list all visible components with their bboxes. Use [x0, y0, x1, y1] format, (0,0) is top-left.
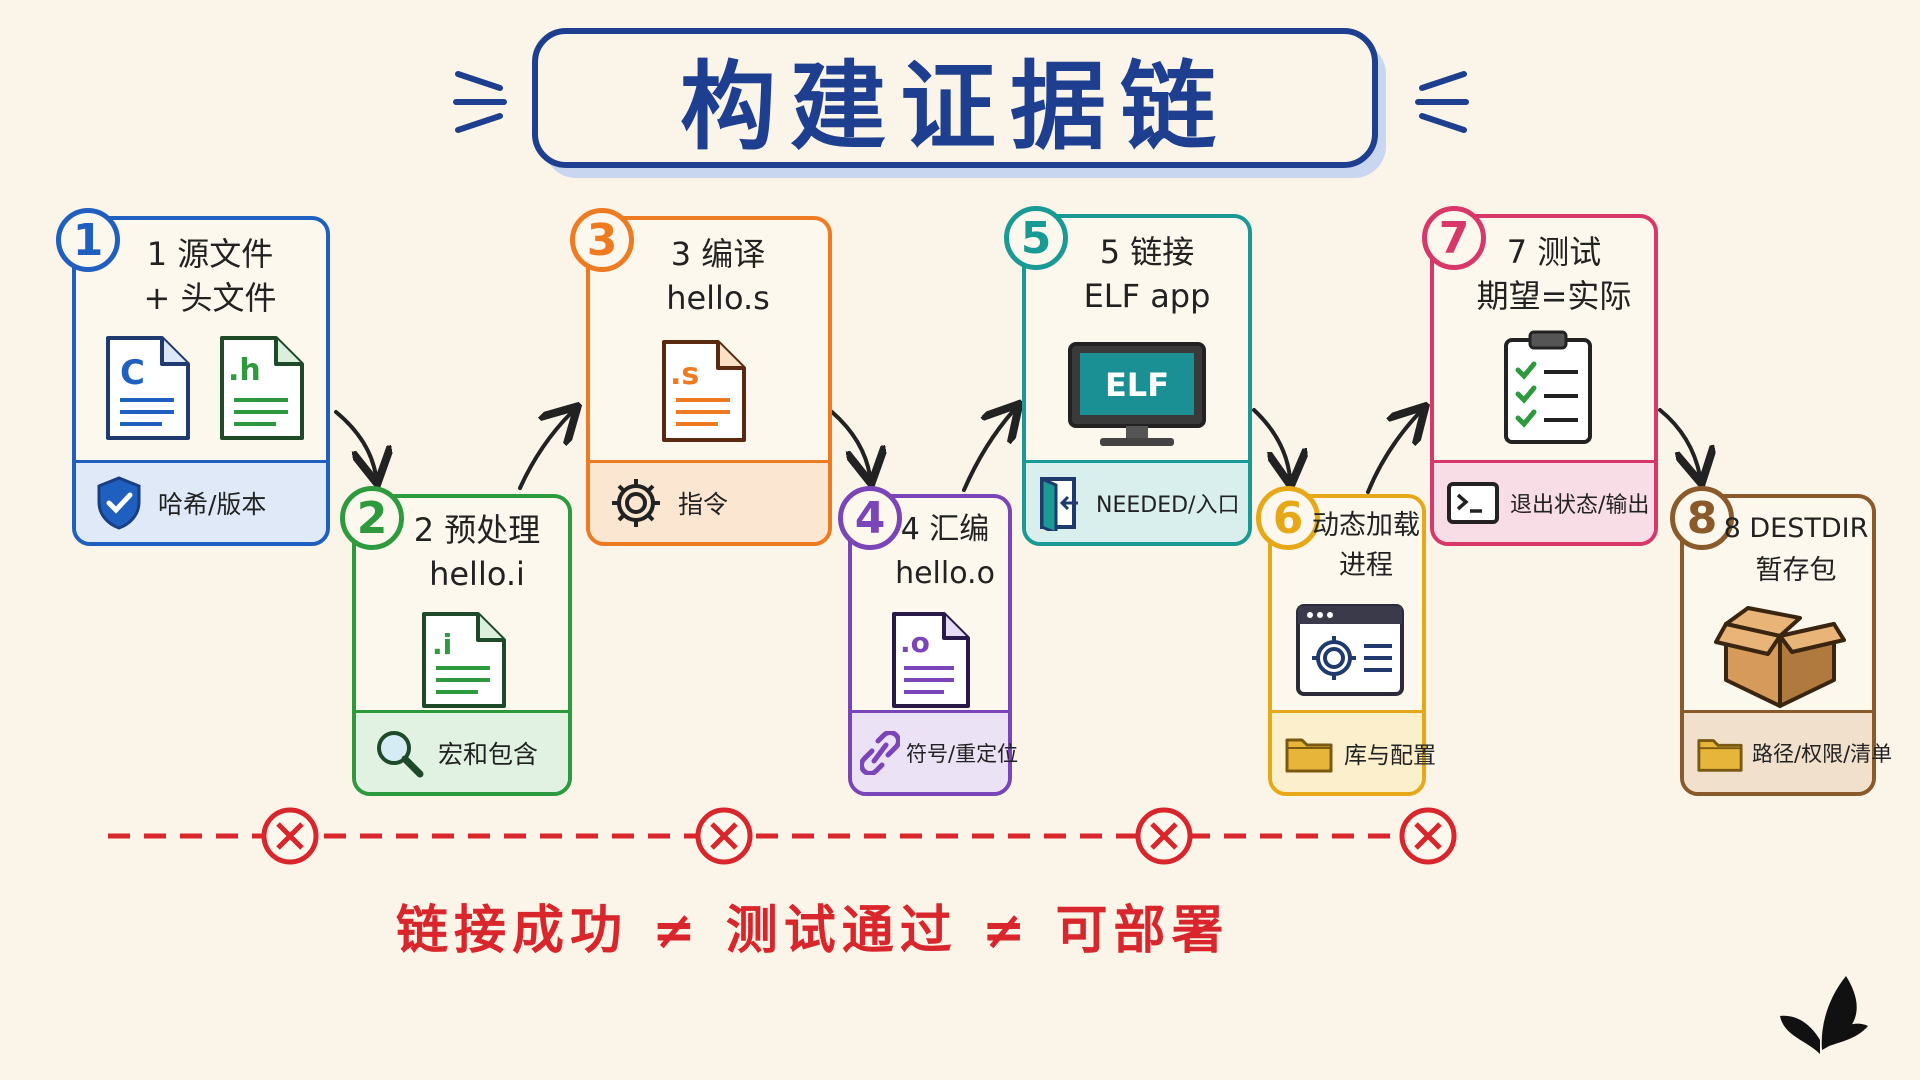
stage-6-footer-text: 库与配置	[1344, 742, 1436, 769]
i-file-icon: .i	[422, 612, 506, 708]
gear-icon	[612, 478, 660, 527]
stage-7-label: 7 测试 期望=实际	[1476, 233, 1632, 315]
stage-5-link: 5 5 链接 ELF app ELF NEEDED/入口	[1004, 206, 1252, 546]
stage-3-footer: 指令	[590, 460, 828, 542]
arrow-4-5	[962, 410, 1014, 492]
stage-7-footer-text: 退出状态/输出	[1510, 492, 1650, 518]
break-mark-icon	[1135, 807, 1193, 865]
stage-7-badge: 7	[1422, 206, 1486, 270]
stage-3-label: 3 编译 hello.s	[666, 235, 770, 317]
stage-3-footer-text: 指令	[678, 489, 729, 519]
stage-4-badge: 4	[838, 486, 902, 550]
stage-7-test: 7 7 测试 期望=实际 退出状态/输出	[1422, 206, 1658, 546]
stage-6-label: 动态加载 进程	[1312, 510, 1420, 581]
break-mark-icon	[695, 807, 753, 865]
stage-5-label: 5 链接 ELF app	[1083, 233, 1211, 315]
stage-2-footer: 宏和包含	[356, 710, 568, 792]
break-mark-icons	[261, 807, 1457, 865]
stage-2-badge: 2	[340, 486, 404, 550]
stage-2-preprocess: 2 2 预处理 hello.i .i 宏和包含	[340, 486, 572, 796]
folder-icon	[1697, 738, 1743, 772]
stage-2-label: 2 预处理 hello.i	[413, 511, 541, 593]
stage-8-badge: 8	[1670, 486, 1734, 550]
terminal-icon	[1447, 481, 1499, 524]
stage-4-footer: 符号/重定位	[852, 710, 1018, 792]
box-icon	[1714, 606, 1846, 708]
sparkle-right-icon	[1415, 71, 1469, 133]
monitor-icon: ELF	[1068, 342, 1206, 446]
arrow-1-2	[334, 410, 376, 476]
svg-text:.o: .o	[900, 626, 930, 659]
s-file-icon: .s	[662, 340, 746, 442]
stage-5-footer: NEEDED/入口	[1026, 460, 1248, 542]
app-window-gear-icon	[1296, 604, 1404, 696]
page-title: 构建证据链	[680, 50, 1230, 163]
svg-text:.s: .s	[670, 357, 699, 392]
stage-3-compile: 3 3 编译 hello.s .s 指令	[570, 208, 832, 546]
svg-text:.h: .h	[228, 353, 261, 388]
c-file-icon: C	[106, 336, 190, 440]
h-file-icon: .h	[220, 336, 304, 440]
stage-2-footer-text: 宏和包含	[438, 739, 539, 769]
stage-6-footer: 库与配置	[1272, 710, 1436, 792]
stage-1-footer-text: 哈希/版本	[158, 489, 267, 519]
stage-5-badge: 5	[1004, 206, 1068, 270]
arrow-3-4	[830, 410, 870, 476]
stage-4-label: 4 汇编 hello.o	[895, 512, 995, 591]
stage-1-source: 1 1 源文件 + 头文件 C .h 哈希/版本	[56, 208, 330, 546]
arrow-6-7	[1366, 412, 1420, 494]
stage-8-label: 8 DESTDIR 暂存包	[1723, 513, 1869, 586]
break-mark-icon	[1399, 807, 1457, 865]
bottom-statement: 链接成功 ≠ 测试通过 ≠ 可部署	[396, 901, 1230, 961]
butterfly-icon	[1780, 976, 1868, 1054]
monitor-text: ELF	[1105, 366, 1169, 404]
shield-check-icon	[97, 475, 141, 530]
door-icon	[1040, 476, 1078, 531]
title-box: 构建证据链	[532, 28, 1378, 168]
link-icon	[860, 730, 900, 775]
stage-8-footer-text: 路径/权限/清单	[1752, 741, 1893, 766]
stage-5-footer-text: NEEDED/入口	[1096, 492, 1240, 518]
stage-1-footer: 哈希/版本	[76, 460, 326, 542]
arrow-5-6	[1252, 408, 1290, 478]
stage-7-footer: 退出状态/输出	[1434, 460, 1654, 542]
stage-4-assemble: 4 4 汇编 hello.o .o 符号/重定位	[838, 486, 1018, 796]
stage-3-badge: 3	[570, 208, 634, 272]
checklist-icon	[1504, 330, 1592, 444]
svg-text:C: C	[120, 353, 145, 393]
arrow-2-3	[518, 412, 572, 490]
stage-8-footer: 路径/权限/清单	[1684, 710, 1892, 792]
magnifier-icon	[377, 730, 424, 777]
stage-8-destdir: 8 8 DESTDIR 暂存包 路径/权限/清单	[1670, 486, 1892, 796]
stage-1-label: 1 源文件 + 头文件	[143, 235, 277, 317]
break-mark-icon	[261, 807, 319, 865]
sparkle-left-icon	[453, 71, 507, 133]
arrow-7-8	[1658, 408, 1700, 476]
stage-1-badge: 1	[56, 208, 120, 272]
stage-6-badge: 6	[1256, 486, 1320, 550]
o-file-icon: .o	[892, 612, 970, 708]
stage-6-dynamic-load: 6 动态加载 进程 库与配置	[1256, 486, 1436, 796]
stage-4-footer-text: 符号/重定位	[906, 741, 1019, 766]
svg-text:.i: .i	[432, 628, 452, 661]
folder-icon	[1285, 738, 1333, 772]
